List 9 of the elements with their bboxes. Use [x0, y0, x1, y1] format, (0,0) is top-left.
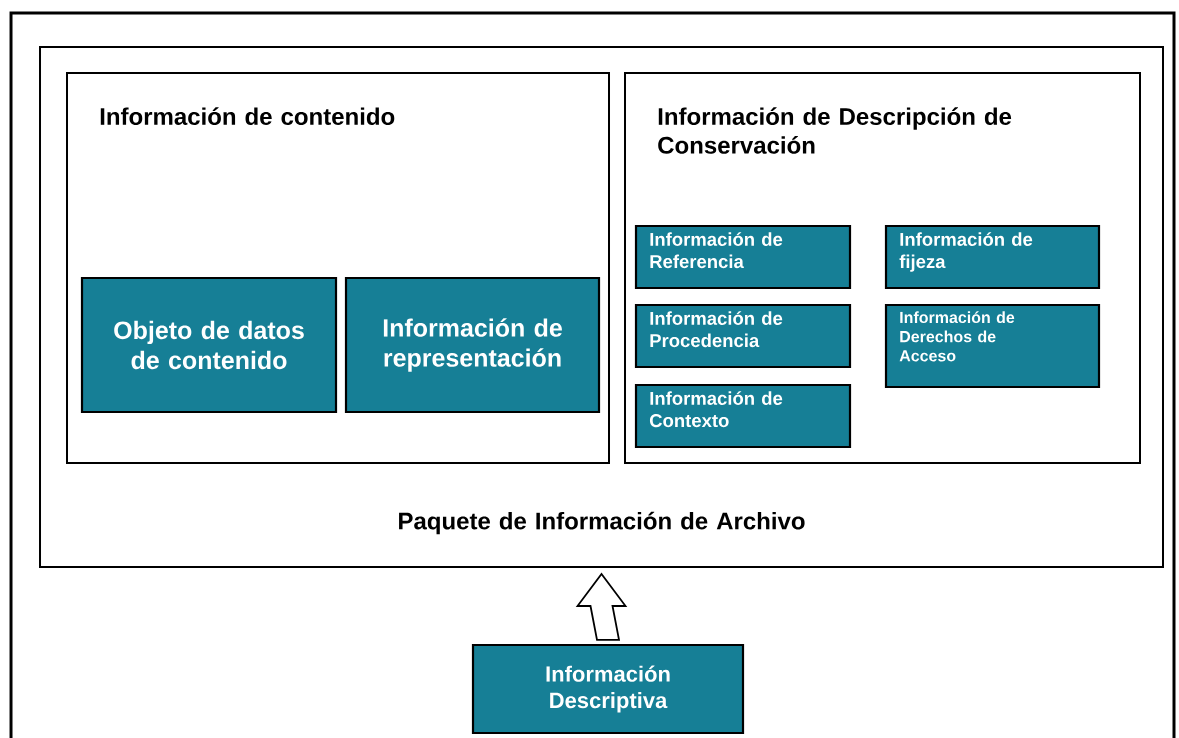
- info-box: Información de Referencia: [634, 224, 852, 290]
- block-arrow: [575, 572, 628, 641]
- info-box: Información de fijeza: [884, 224, 1101, 290]
- info-box: Objeto de datos de contenido: [80, 276, 338, 414]
- info-box: Información Descriptiva: [471, 643, 745, 735]
- info-box: Información de Derechos de Acceso: [884, 303, 1101, 389]
- info-box: Información de Contexto: [634, 383, 852, 449]
- info-box: Información de representación: [344, 276, 601, 414]
- info-box: Información de Procedencia: [634, 303, 852, 369]
